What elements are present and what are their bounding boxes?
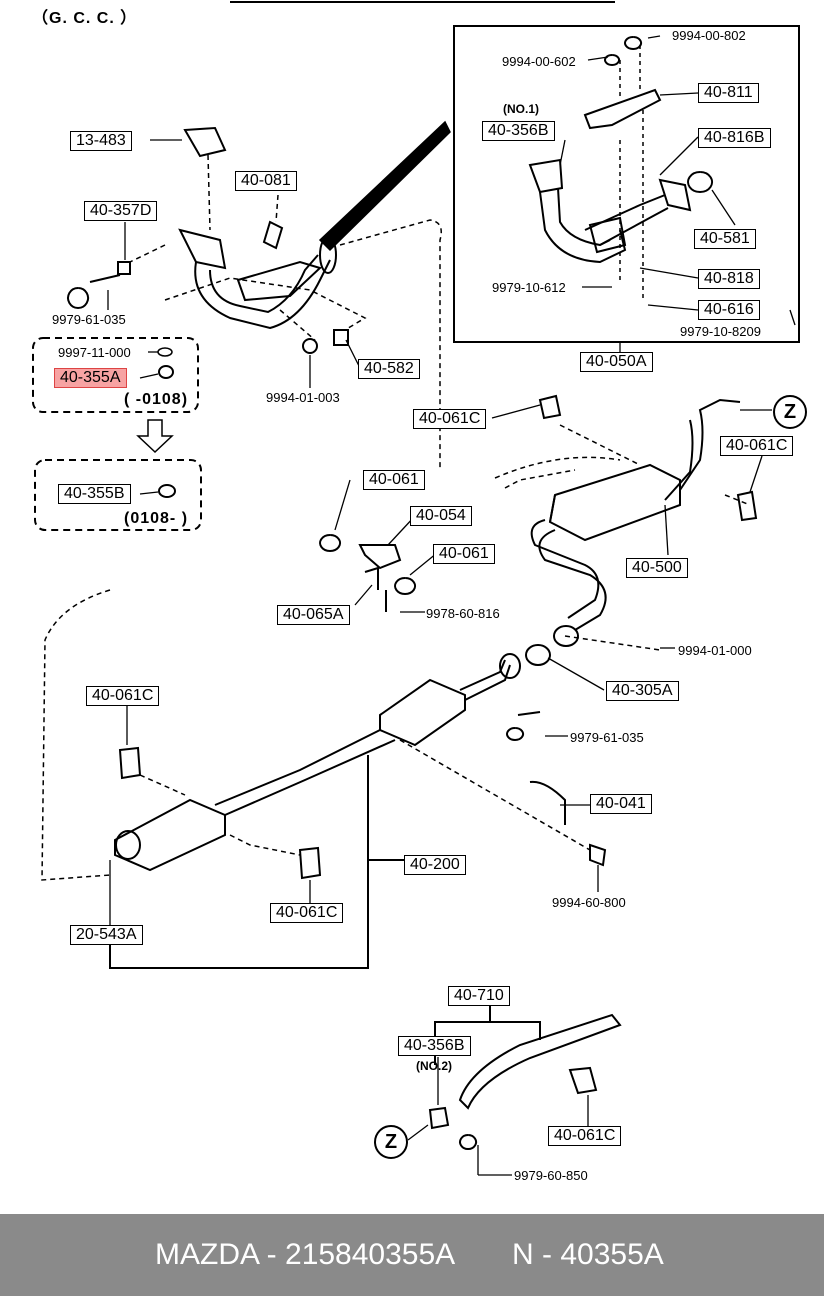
part-label-40-581[interactable]: 40-581 bbox=[694, 229, 756, 249]
gasket-no1-note: (NO.1) bbox=[503, 102, 539, 116]
part-label-40-616[interactable]: 40-616 bbox=[698, 300, 760, 320]
bolt-number-9979-61-035-lower[interactable]: 9979-61-035 bbox=[570, 730, 644, 745]
bolt-number-9978-60-816[interactable]: 9978-60-816 bbox=[426, 606, 500, 621]
zoom-marker-z-lower: Z bbox=[374, 1125, 408, 1159]
brand-part-number: MAZDA - 215840355A bbox=[155, 1238, 456, 1271]
part-label-40-061C-center[interactable]: 40-061C bbox=[270, 903, 344, 923]
part-label-40-200[interactable]: 40-200 bbox=[404, 855, 466, 875]
bolt-number-9979-10-612[interactable]: 9979-10-612 bbox=[492, 280, 566, 295]
washer-number-9997-11-000[interactable]: 9997-11-000 bbox=[58, 345, 131, 360]
part-label-40-710[interactable]: 40-710 bbox=[448, 986, 510, 1006]
part-label-40-582[interactable]: 40-582 bbox=[358, 359, 420, 379]
part-label-40-061[interactable]: 40-061 bbox=[363, 470, 425, 490]
part-label-40-050A[interactable]: 40-050A bbox=[580, 352, 653, 372]
gasket-no2-note: (NO.2) bbox=[416, 1059, 452, 1073]
part-label-40-355B[interactable]: 40-355B bbox=[58, 484, 131, 504]
part-label-40-500[interactable]: 40-500 bbox=[626, 558, 688, 578]
bolt-number-9979-61-035[interactable]: 9979-61-035 bbox=[52, 312, 126, 327]
oem-number: N - 40355A bbox=[512, 1238, 664, 1271]
part-label-40-357D[interactable]: 40-357D bbox=[84, 201, 158, 221]
zoom-marker-z-upper: Z bbox=[773, 395, 807, 429]
part-label-40-816B[interactable]: 40-816B bbox=[698, 128, 771, 148]
nut-number-9994-01-003[interactable]: 9994-01-003 bbox=[266, 390, 340, 405]
part-label-40-061C-tail[interactable]: 40-061C bbox=[548, 1126, 622, 1146]
range-note-from-0108: (0108- ) bbox=[124, 510, 189, 527]
part-label-40-061-lower[interactable]: 40-061 bbox=[433, 544, 495, 564]
nut-number-9994-01-000[interactable]: 9994-01-000 bbox=[678, 643, 752, 658]
region-label: （G. C. C. ） bbox=[32, 10, 138, 27]
part-label-40-356B-no1[interactable]: 40-356B bbox=[482, 121, 555, 141]
part-label-40-065A[interactable]: 40-065A bbox=[277, 605, 350, 625]
part-label-40-054[interactable]: 40-054 bbox=[410, 506, 472, 526]
part-label-40-081[interactable]: 40-081 bbox=[235, 171, 297, 191]
part-label-40-356B-no2[interactable]: 40-356B bbox=[398, 1036, 471, 1056]
part-label-40-811[interactable]: 40-811 bbox=[698, 83, 759, 103]
part-label-40-041[interactable]: 40-041 bbox=[590, 794, 652, 814]
part-label-13-483[interactable]: 13-483 bbox=[70, 131, 132, 151]
bolt-number-9979-60-850[interactable]: 9979-60-850 bbox=[514, 1168, 588, 1183]
part-label-40-061C-left[interactable]: 40-061C bbox=[86, 686, 160, 706]
exhaust-diagram: （G. C. C. ） 13-483 40-081 40-357D 9979-6… bbox=[32, 1, 807, 1183]
nut-number-9994-60-800[interactable]: 9994-60-800 bbox=[552, 895, 626, 910]
part-label-40-305A[interactable]: 40-305A bbox=[606, 681, 679, 701]
nut-number-9994-00-802[interactable]: 9994-00-802 bbox=[672, 28, 746, 43]
bolt-number-9979-10-8209[interactable]: 9979-10-8209 bbox=[680, 324, 761, 339]
diagram-drawing bbox=[32, 1, 800, 1176]
range-note-upto-0108: ( -0108) bbox=[124, 391, 189, 408]
nut-number-9994-00-602[interactable]: 9994-00-602 bbox=[502, 54, 576, 69]
part-label-40-061C-upper[interactable]: 40-061C bbox=[413, 409, 487, 429]
part-label-20-543A[interactable]: 20-543A bbox=[70, 925, 143, 945]
part-label-40-355A-highlighted[interactable]: 40-355A bbox=[54, 368, 127, 388]
part-label-40-818[interactable]: 40-818 bbox=[698, 269, 760, 289]
part-label-40-061C-right[interactable]: 40-061C bbox=[720, 436, 794, 456]
part-number-footer: MAZDA - 215840355A N - 40355A bbox=[0, 1214, 824, 1296]
